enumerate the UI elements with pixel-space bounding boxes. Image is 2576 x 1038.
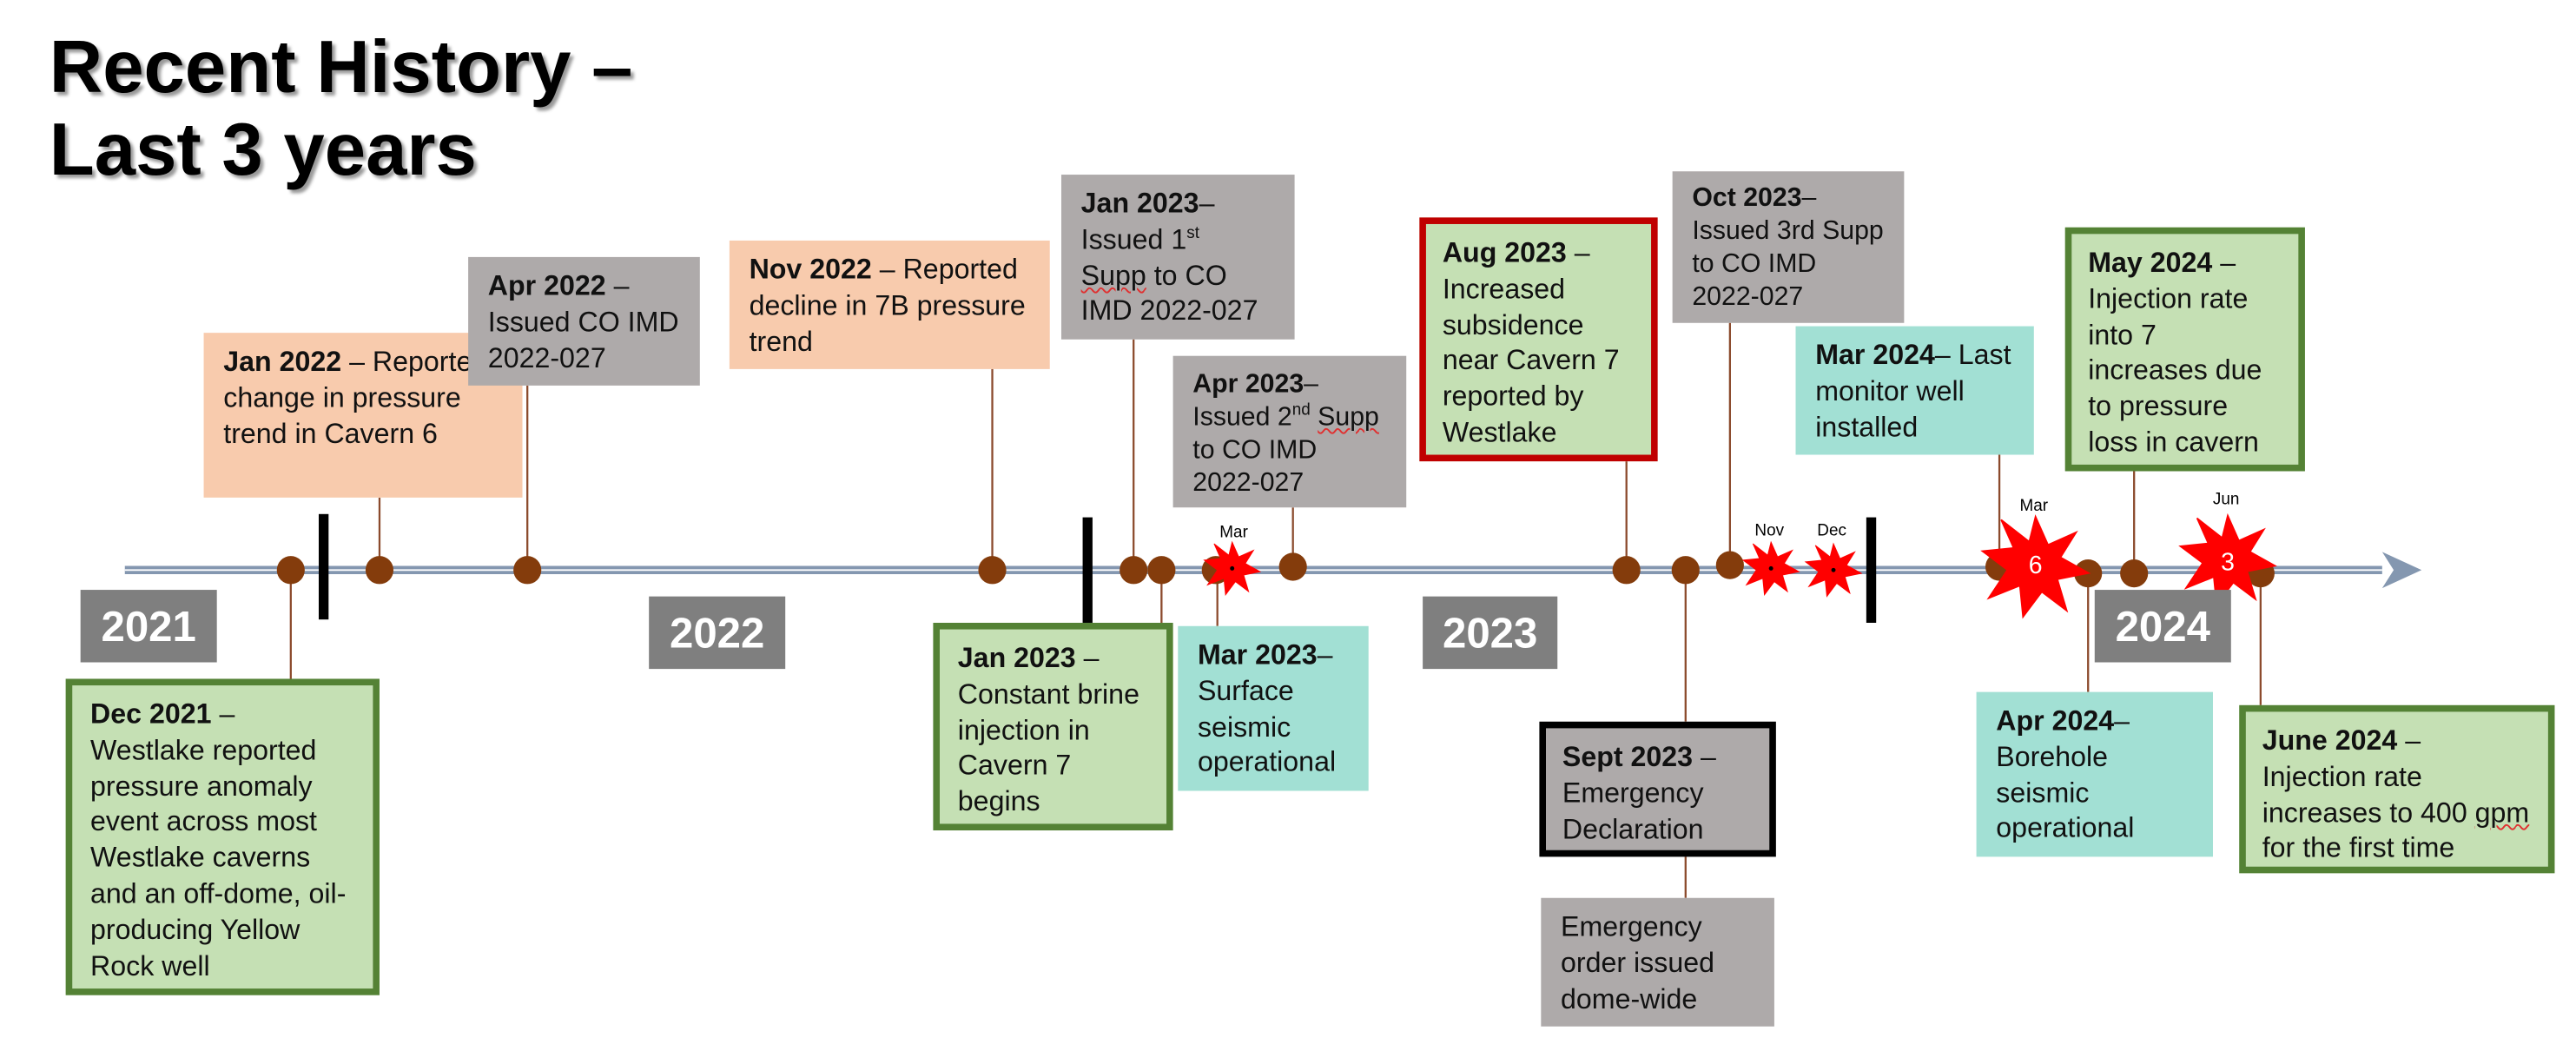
page-title: Recent History – Last 3 years (49, 24, 633, 192)
month-label-dec-2023: Dec (1817, 522, 1846, 541)
event-jan-2023-injection: Jan 2023 – Constant brine injection in C… (933, 622, 1173, 830)
milestone-dot (978, 556, 1007, 585)
month-label-jun-2024: Jun (2212, 491, 2240, 510)
milestone-dot (1278, 552, 1307, 581)
year-label-2021: 2021 (80, 590, 217, 663)
event-jan-2023-supp1: Jan 2023– Issued 1st Supp to CO IMD 2022… (1060, 175, 1295, 340)
milestone-dot (1120, 556, 1148, 585)
timeline-arrowhead (2381, 552, 2422, 589)
milestone-dot (365, 556, 394, 585)
milestone-dot (1671, 556, 1700, 585)
event-sept-2023: Sept 2023 – Emergency Declaration (1539, 721, 1776, 857)
year-label-2023: 2023 (1423, 596, 1558, 670)
month-label-mar-2023: Mar (1219, 524, 1248, 543)
milestone-dot (1715, 551, 1744, 579)
milestone-dot (1612, 556, 1641, 585)
month-label-mar-2024: Mar (2019, 497, 2049, 516)
year-label-2022: 2022 (649, 596, 786, 670)
year-separators (318, 513, 1877, 623)
seismic-count-jun-2024: 3 (2221, 548, 2235, 576)
milestone-dot (276, 556, 305, 585)
milestone-dot (513, 556, 542, 585)
event-apr-2022: Apr 2022 – Issued CO IMD 2022-027 (468, 256, 700, 386)
event-apr-2023-supp2: Apr 2023– Issued 2nd Supp to CO IMD 2022… (1172, 355, 1407, 508)
event-mar-2024: Mar 2024– Last monitor well installed (1795, 326, 2034, 455)
event-emergency-order: Emergency order issued dome-wide (1541, 897, 1774, 1027)
milestone-dot (2120, 559, 2149, 588)
event-mar-2023: Mar 2023– Surface seismic operational (1178, 625, 1369, 791)
event-apr-2024: Apr 2024– Borehole seismic operational (1976, 691, 2213, 857)
event-may-2024: May 2024 – Injection rate into 7 increas… (2064, 227, 2305, 472)
milestone-dot (1147, 556, 1176, 585)
year-label-2024: 2024 (2094, 590, 2231, 663)
event-nov-2022: Nov 2022 – Reported decline in 7B pressu… (729, 240, 1050, 369)
event-oct-2023-supp3: Oct 2023– Issued 3rd Supp to CO IMD 2022… (1672, 171, 1905, 323)
month-label-nov-2023: Nov (1754, 522, 1785, 541)
event-dec-2021: Dec 2021 – Westlake reported pressure an… (65, 678, 380, 995)
event-aug-2023: Aug 2023 – Increased subsidence near Cav… (1419, 217, 1658, 462)
seismic-count-mar-2024: 6 (2029, 552, 2043, 579)
event-jun-2024: June 2024 – Injection rate increases to … (2239, 704, 2555, 874)
